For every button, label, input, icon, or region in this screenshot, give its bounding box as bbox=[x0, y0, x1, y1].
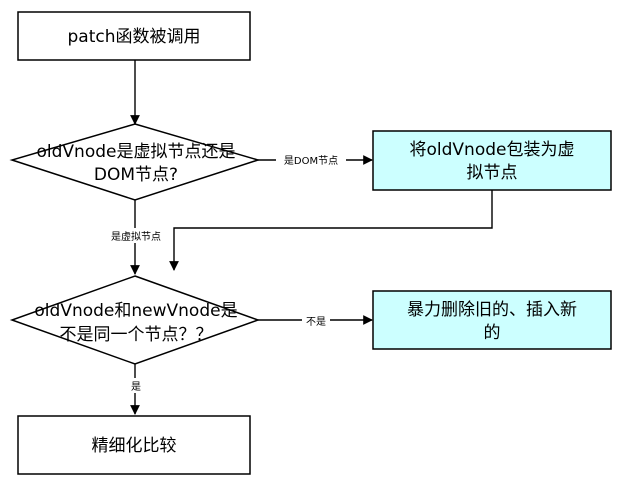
decision-virtual-or-dom-line1: oldVnode是虚拟节点还是 bbox=[37, 142, 236, 162]
replace-node bbox=[372, 290, 612, 350]
decision-same-node-line1: oldVnode和newVnode是 bbox=[34, 301, 237, 321]
wrap-vnode-node bbox=[372, 130, 612, 191]
wrap-vnode-line2: 拟节点 bbox=[467, 163, 518, 183]
fine-compare-node bbox=[17, 415, 251, 475]
fine-compare-label: 精细化比较 bbox=[92, 436, 177, 456]
replace-node-line2: 的 bbox=[484, 323, 501, 343]
decision-virtual-or-dom-line2: DOM节点? bbox=[94, 165, 178, 185]
edge-label-is-same: 是 bbox=[131, 381, 141, 393]
decision-virtual-or-dom bbox=[9, 123, 261, 201]
edge-label-not-same: 不是 bbox=[306, 316, 326, 328]
decision-same-node-line2: 不是同一个节点？？ bbox=[60, 325, 213, 345]
start-node bbox=[17, 11, 251, 61]
edge-label-is-virtual: 是虚拟节点 bbox=[111, 230, 161, 243]
replace-node-line1: 暴力删除旧的、插入新 bbox=[407, 300, 577, 320]
wrap-vnode-line1: 将oldVnode包装为虚 bbox=[410, 140, 575, 160]
edge-label-is-dom: 是DOM节点 bbox=[284, 155, 338, 167]
start-node-label: patch函数被调用 bbox=[68, 27, 201, 47]
arrow-wrap-to-same bbox=[169, 190, 493, 271]
decision-same-node bbox=[9, 275, 261, 365]
